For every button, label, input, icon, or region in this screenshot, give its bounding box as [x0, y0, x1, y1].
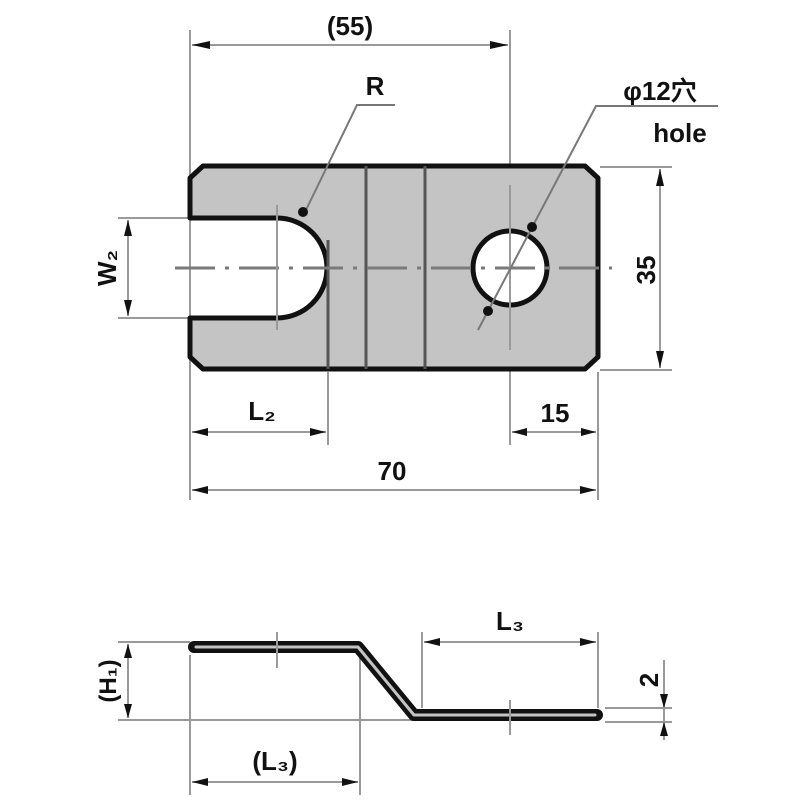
arrow-right-icon: [490, 41, 508, 49]
dimension-15-label: 15: [541, 398, 570, 428]
bent-profile-outline: [188, 641, 603, 721]
dimension-l3-lower-label: L₃: [496, 606, 524, 636]
arrow-down-icon: [656, 351, 664, 368]
arrow-right-icon: [310, 428, 326, 436]
arrow-up-icon: [656, 169, 664, 186]
radius-leader-line: [304, 104, 395, 213]
hole-leader-dot-top-icon: [527, 222, 537, 232]
dimension-70-label: 70: [378, 456, 407, 486]
arrow-down-icon: [660, 694, 668, 708]
arrow-right-icon: [580, 486, 596, 494]
dimension-h1-label: (H₁): [95, 659, 122, 702]
arrow-left-icon: [192, 486, 208, 494]
hole-label-ja: φ12穴: [623, 76, 697, 106]
arrow-up-icon: [660, 722, 668, 736]
arrow-up-icon: [124, 644, 132, 658]
top-view: (55) R φ12穴 hole 35 W₂ L₂ 15: [92, 11, 718, 500]
arrow-left-icon: [192, 778, 208, 786]
radius-leader-dot-icon: [298, 207, 308, 217]
arrow-right-icon: [580, 638, 596, 646]
radius-label: R: [366, 71, 385, 101]
dimension-55-label: (55): [327, 11, 373, 41]
arrow-left-icon: [424, 638, 440, 646]
hole-leader-dot-bottom-icon: [483, 306, 493, 316]
arrow-left-icon: [192, 41, 210, 49]
side-view: (H₁) (L₃) L₃ 2: [95, 606, 672, 795]
bent-profile-core: [194, 645, 597, 717]
arrow-up-icon: [124, 220, 132, 236]
arrow-left-icon: [512, 428, 527, 436]
arrow-down-icon: [124, 704, 132, 718]
arrow-down-icon: [124, 300, 132, 316]
dimension-thickness-label: 2: [634, 673, 664, 687]
hole-label-en: hole: [653, 118, 706, 148]
dimension-l2-label: L₂: [248, 396, 275, 426]
dimension-35-label: 35: [631, 256, 661, 285]
arrow-left-icon: [192, 428, 208, 436]
arrow-right-icon: [342, 778, 358, 786]
hole-leader-line: [477, 105, 718, 331]
dimension-w2-label: W₂: [92, 250, 122, 286]
arrow-right-icon: [581, 428, 596, 436]
dimension-l3-upper-label: (L₃): [252, 746, 297, 776]
